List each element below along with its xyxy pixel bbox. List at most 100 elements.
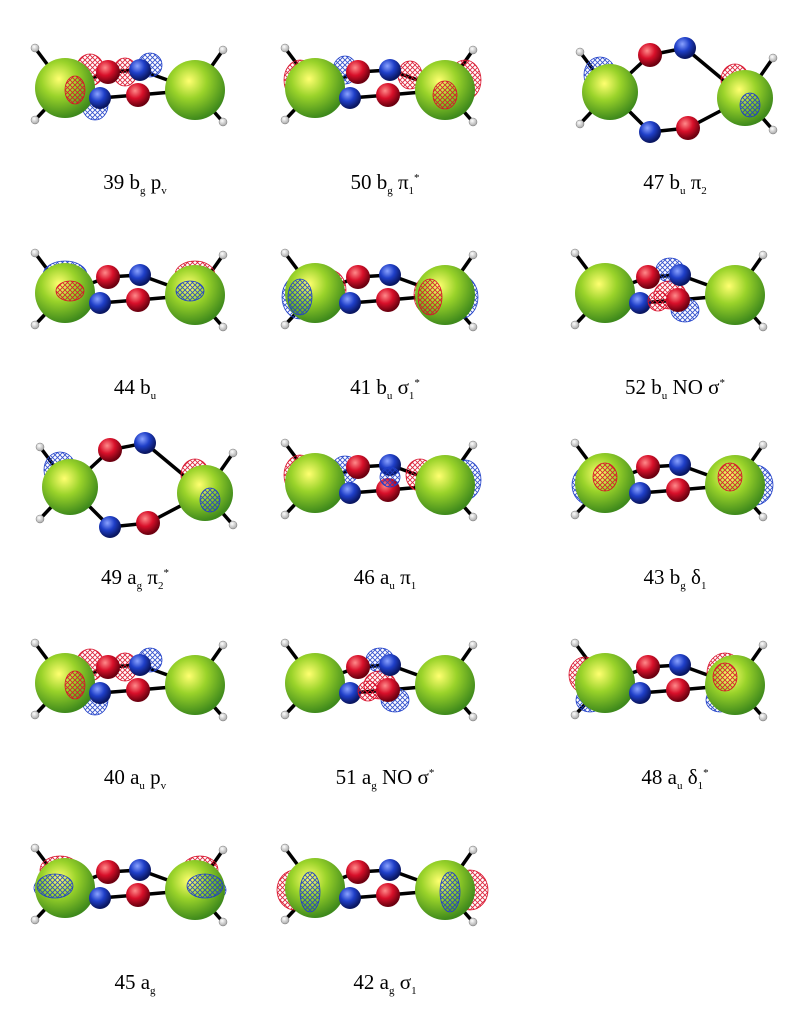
oxygen-atom bbox=[96, 265, 120, 289]
irrep-subscript: u bbox=[389, 580, 395, 593]
orbital-subscript: 2 bbox=[157, 580, 164, 593]
nitrogen-atom bbox=[339, 682, 361, 704]
orbital-lobe bbox=[64, 670, 86, 700]
orbital-type: σ bbox=[397, 375, 409, 399]
orbital-lobe bbox=[439, 871, 461, 913]
irrep-subscript: g bbox=[140, 185, 146, 198]
orbital-subscript: v bbox=[160, 780, 167, 793]
orbital-diagram bbox=[570, 438, 774, 522]
hydrogen-atom bbox=[468, 440, 478, 450]
hydrogen-atom bbox=[280, 510, 290, 520]
nitrogen-atom bbox=[129, 264, 151, 286]
orbital-number: 49 bbox=[101, 565, 123, 589]
hydrogen-atom bbox=[468, 117, 478, 127]
nitrogen-atom bbox=[134, 432, 156, 454]
orbital-subscript: 1 bbox=[408, 390, 415, 403]
orbital-type: σ bbox=[708, 375, 720, 399]
irrep-subscript: g bbox=[371, 780, 377, 793]
oxygen-atom bbox=[636, 655, 660, 679]
oxygen-atom bbox=[96, 655, 120, 679]
molecule bbox=[30, 248, 228, 332]
hydrogen-atom bbox=[218, 45, 228, 55]
orbital-type: π bbox=[690, 170, 702, 194]
hydrogen-atom bbox=[768, 125, 778, 135]
irrep-subscript: u bbox=[386, 390, 393, 403]
oxygen-atom bbox=[98, 438, 122, 462]
nitrogen-atom bbox=[339, 292, 361, 314]
irrep-symbol: a bbox=[379, 970, 389, 994]
metal-atom bbox=[165, 60, 225, 120]
oxygen-atom bbox=[376, 83, 400, 107]
orbital-lobe bbox=[357, 680, 379, 702]
metal-atom bbox=[415, 455, 475, 515]
irrep-subscript: g bbox=[136, 580, 143, 593]
orbital-label: 50 bg π1* bbox=[270, 170, 500, 197]
nitrogen-atom bbox=[629, 482, 651, 504]
orbital-lobe bbox=[717, 462, 743, 492]
orbital-subscript: 1 bbox=[700, 580, 707, 593]
irrep-symbol: a bbox=[667, 765, 677, 789]
orbital-lobe bbox=[36, 873, 74, 899]
nitrogen-atom bbox=[129, 859, 151, 881]
oxygen-atom bbox=[636, 265, 660, 289]
metal-atom bbox=[575, 653, 635, 713]
molecule bbox=[575, 37, 778, 143]
nitrogen-atom bbox=[639, 121, 661, 143]
orbital-lobe bbox=[55, 280, 85, 302]
molecule bbox=[570, 248, 768, 332]
irrep-symbol: b bbox=[140, 375, 151, 399]
molecule bbox=[280, 248, 479, 332]
oxygen-atom bbox=[126, 883, 150, 907]
orbital-lobe bbox=[432, 80, 458, 110]
orbital-diagram bbox=[30, 43, 228, 127]
hydrogen-atom bbox=[218, 640, 228, 650]
hydrogen-atom bbox=[758, 640, 768, 650]
orbital-number: 46 bbox=[353, 565, 375, 589]
hydrogen-atom bbox=[218, 917, 228, 927]
hydrogen-atom bbox=[30, 115, 40, 125]
orbital-label: 41 bu σ1* bbox=[270, 375, 500, 402]
orbital-type: δ bbox=[691, 565, 701, 589]
orbital-label: 45 ag bbox=[20, 970, 250, 997]
orbital-label: 44 bu bbox=[20, 375, 250, 402]
hydrogen-atom bbox=[218, 117, 228, 127]
oxygen-atom bbox=[126, 83, 150, 107]
orbital-lobe bbox=[712, 662, 738, 692]
orbital-subscript: 1 bbox=[697, 780, 704, 793]
orbital-panel-50: 50 bg π1* bbox=[270, 20, 500, 210]
hydrogen-atom bbox=[758, 250, 768, 260]
hydrogen-atom bbox=[575, 47, 585, 57]
orbital-superscript: * bbox=[428, 767, 435, 779]
hydrogen-atom bbox=[570, 638, 580, 648]
irrep-subscript: u bbox=[676, 780, 683, 793]
irrep-symbol: a bbox=[140, 970, 151, 994]
orbital-subscript: 2 bbox=[701, 185, 707, 198]
molecule bbox=[280, 438, 482, 522]
orbital-subscript: 1 bbox=[411, 985, 417, 998]
orbital-type: σ bbox=[399, 970, 412, 994]
nitrogen-atom bbox=[89, 87, 111, 109]
nitrogen-atom bbox=[379, 859, 401, 881]
nitrogen-atom bbox=[379, 59, 401, 81]
orbital-superscript: * bbox=[703, 767, 709, 779]
orbital-panel-47: 47 bu π2 bbox=[560, 20, 790, 210]
hydrogen-atom bbox=[768, 53, 778, 63]
oxygen-atom bbox=[666, 678, 690, 702]
orbital-type: π bbox=[400, 565, 411, 589]
metal-atom bbox=[575, 263, 635, 323]
orbital-panel-52: 52 bu NO σ* bbox=[560, 225, 790, 415]
molecule bbox=[30, 843, 228, 927]
hydrogen-atom bbox=[30, 320, 40, 330]
metal-atom bbox=[165, 655, 225, 715]
orbital-lobe bbox=[64, 75, 86, 105]
orbital-subscript: 1 bbox=[410, 580, 417, 593]
hydrogen-atom bbox=[570, 510, 580, 520]
nitrogen-atom bbox=[669, 654, 691, 676]
metal-atom bbox=[705, 265, 765, 325]
orbital-number: 42 bbox=[353, 970, 375, 994]
metal-atom bbox=[285, 453, 345, 513]
orbital-diagram bbox=[30, 638, 228, 722]
oxygen-atom bbox=[638, 43, 662, 67]
orbital-lobe bbox=[647, 290, 669, 312]
orbital-lobe bbox=[592, 462, 618, 492]
